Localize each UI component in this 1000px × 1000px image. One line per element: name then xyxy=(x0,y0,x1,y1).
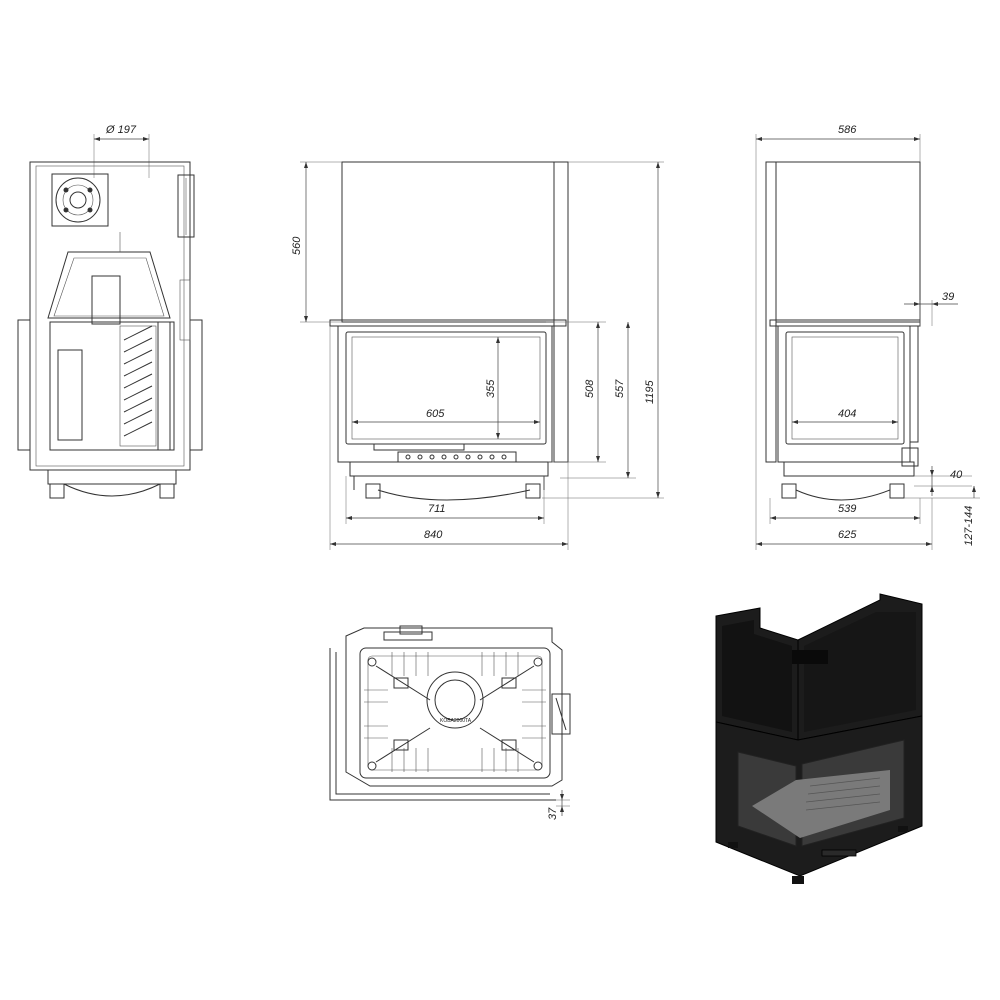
dim-39-label: 39 xyxy=(942,291,954,303)
control-knobs xyxy=(397,451,517,463)
dimension-586: 586 xyxy=(755,124,921,326)
dimension-605: 605 xyxy=(352,408,540,424)
grate-bars xyxy=(123,325,153,437)
dimension-39: 39 xyxy=(904,291,958,326)
render-grate xyxy=(805,777,881,811)
dimension-404: 404 xyxy=(792,408,898,424)
section-view: Ø 197 xyxy=(17,124,203,499)
dimension-127-144: 127-144 xyxy=(904,486,980,546)
dimension-37: 37 xyxy=(547,790,570,820)
dim-625-label: 625 xyxy=(838,529,857,541)
dimension-557: 557 xyxy=(560,322,636,479)
dimension-840: 840 xyxy=(329,326,569,550)
dimension-625: 625 xyxy=(755,326,933,550)
dim-508-label: 508 xyxy=(584,379,596,398)
dim-560-label: 560 xyxy=(291,236,303,255)
dim-539-label: 539 xyxy=(838,503,856,515)
dim-40-label: 40 xyxy=(950,469,963,481)
dim-1195-label: 1195 xyxy=(644,379,656,404)
dim-605-label: 605 xyxy=(426,408,445,420)
front-view: 560 355 605 508 xyxy=(291,161,664,550)
dimension-711: 711 xyxy=(345,476,545,524)
dimension-560: 560 xyxy=(291,161,342,323)
flue-diameter-label: Ø 197 xyxy=(105,124,137,136)
dim-557-label: 557 xyxy=(614,379,626,398)
plate-marking-label: KOBA2000TA xyxy=(440,718,472,724)
dimension-539: 539 xyxy=(769,498,921,524)
dimension-40: 40 xyxy=(914,466,972,496)
dim-37-label: 37 xyxy=(547,807,559,820)
dimension-508: 508 xyxy=(546,321,606,463)
fireplace-3d-render xyxy=(715,593,923,884)
flue-collar xyxy=(51,173,109,227)
dimension-1195: 1195 xyxy=(542,161,664,499)
dim-711-label: 711 xyxy=(428,503,446,515)
dim-355-label: 355 xyxy=(485,379,497,398)
dim-586-label: 586 xyxy=(838,124,857,136)
flue-diameter-dimension: Ø 197 xyxy=(93,124,150,178)
dimension-355: 355 xyxy=(485,337,500,439)
plan-grate-ribs xyxy=(364,652,546,772)
dim-840-label: 840 xyxy=(424,529,443,541)
side-view: 586 39 404 40 xyxy=(755,124,980,550)
dim-127-144-label: 127-144 xyxy=(963,506,975,546)
plan-view: KOBA2000TA 37 xyxy=(329,625,571,820)
dim-404-label: 404 xyxy=(838,408,856,420)
